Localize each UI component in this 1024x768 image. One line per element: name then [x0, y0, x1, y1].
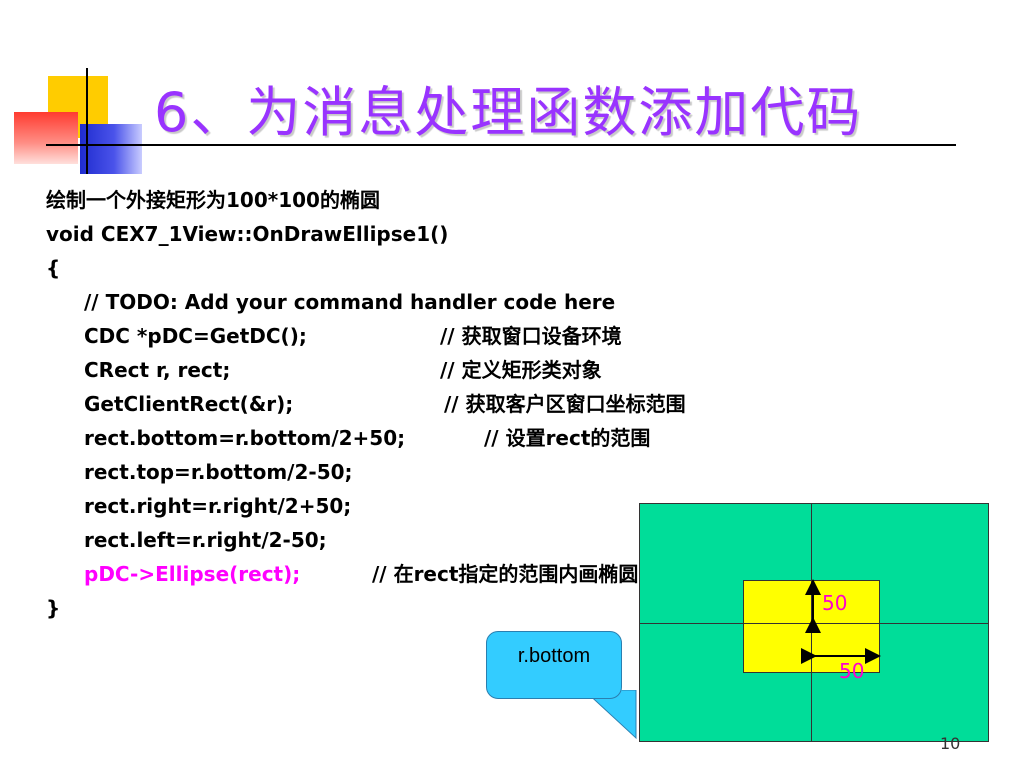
page-number: 10: [940, 734, 961, 753]
r-bottom-callout: r.bottom: [486, 631, 622, 699]
code-text: CDC *pDC=GetDC();: [84, 324, 307, 348]
code-text: rect.left=r.right/2-50;: [84, 528, 327, 552]
code-text: rect.right=r.right/2+50;: [84, 494, 352, 518]
title-underline: [46, 144, 956, 146]
code-text: CRect r, rect;: [84, 358, 231, 382]
code-text-highlighted: pDC->Ellipse(rect);: [84, 562, 301, 586]
code-text: GetClientRect(&r);: [84, 392, 294, 416]
code-comment: // 获取窗口设备环境: [440, 324, 622, 348]
code-text: {: [46, 256, 61, 280]
code-text: 绘制一个外接矩形为100*100的椭圆: [46, 188, 380, 212]
code-text: rect.bottom=r.bottom/2+50;: [84, 426, 406, 450]
code-comment: // 在rect指定的范围内画椭圆: [372, 562, 639, 586]
code-text: }: [46, 596, 61, 620]
callout-text: r.bottom: [517, 645, 591, 667]
dimension-arrows: [801, 579, 881, 664]
horizontal-dimension-label: 50: [839, 659, 865, 683]
callout-pointer: [583, 690, 637, 740]
code-text: // TODO: Add your command handler code h…: [84, 290, 616, 314]
logo-vertical-line: [86, 68, 88, 174]
code-comment: // 设置rect的范围: [484, 426, 651, 450]
logo-blue-square: [80, 124, 142, 174]
vertical-dimension-label: 50: [822, 591, 848, 615]
code-text: rect.top=r.bottom/2-50;: [84, 460, 353, 484]
slide-title: 6、为消息处理函数添加代码: [154, 81, 863, 144]
code-text: void CEX7_1View::OnDrawEllipse1(): [46, 222, 449, 246]
code-comment: // 定义矩形类对象: [440, 358, 602, 382]
logo-red-square: [14, 112, 78, 164]
code-comment: // 获取客户区窗口坐标范围: [444, 392, 686, 416]
